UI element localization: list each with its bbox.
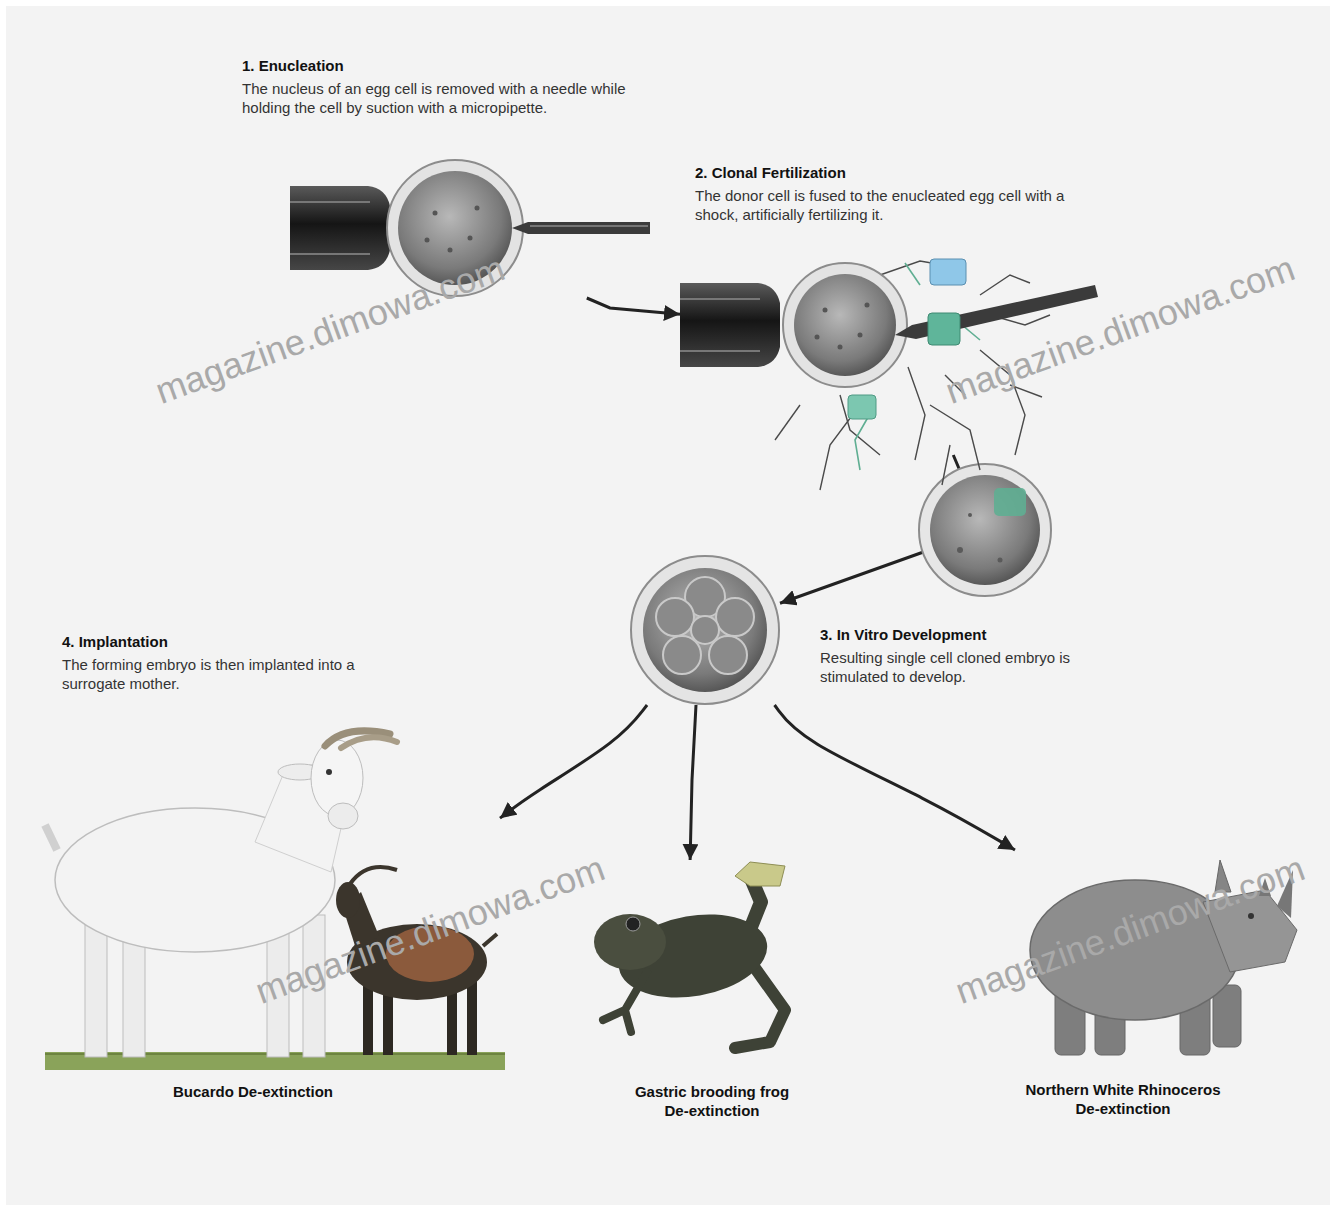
frog-hind-leg [735,968,785,1048]
donor-cell [928,313,960,345]
pipette-edge [290,202,370,254]
cell-fibre [908,367,925,460]
goat-muzzle [328,803,358,829]
embryo-circle-outline [630,555,780,705]
frog-figure: Gastric brooding frog De-extinction [585,860,800,1055]
cell-speckle [968,513,972,517]
donor-cell [848,395,876,419]
step-heading: 4. Implantation [62,632,392,651]
embryo-circle: 3. In Vitro DevelopmentResulting single … [630,555,780,705]
connector-arrow [690,705,696,860]
watermark: magazine.dimowa.com [150,248,510,412]
step-text: The forming embryo is then implanted int… [62,655,392,693]
cell-speckle [865,303,870,308]
bucardo-head [336,882,360,918]
cell-fibre [775,405,800,440]
bucardo-figure-outline [45,730,500,1075]
rhino-eye [1248,913,1254,919]
bucardo-leg [467,980,477,1055]
cell-speckle [468,236,473,241]
frog-foot [735,862,785,886]
embryo-zona [631,556,779,704]
connector-arrow [775,705,1015,850]
blastomere [716,598,754,636]
step-heading: 3. In Vitro Development [820,625,1120,644]
cell-speckle [425,238,430,243]
needle-highlight [530,225,648,227]
donor-nucleus [994,488,1026,516]
bucardo-horn [350,867,397,884]
step-text: The nucleus of an egg cell is removed wi… [242,79,627,117]
goat-horn [341,737,397,748]
cell-fibre [840,395,880,455]
cell-fibre [905,263,920,285]
goat-tail [45,825,57,850]
cell-speckle [823,308,828,313]
holding-pipette [680,283,780,367]
pipette-edge [680,299,760,351]
watermark: magazine.dimowa.com [940,248,1300,412]
egg-zona [783,263,907,387]
frog-figure-outline [585,860,800,1055]
cell-fibre [942,445,950,485]
step-text: Resulting single cell cloned embryo is s… [820,648,1120,686]
cell-speckle [475,206,480,211]
holding-pipette [290,186,390,270]
enucleation-needle [512,222,650,234]
frog-head [594,914,666,970]
connector-arrow [780,455,985,603]
blastomere [663,636,701,674]
species-caption: Bucardo De-extinction [103,1082,403,1101]
cell-speckle [815,335,820,340]
egg-cytoplasm [794,274,896,376]
fused-egg-zona [919,464,1051,596]
bucardo-leg [363,980,373,1055]
cell-speckle [448,248,453,253]
donor-cell [930,259,966,285]
connector-arrow [587,298,680,314]
species-caption: Northern White Rhinoceros De-extinction [1020,1080,1226,1118]
step-heading: 2. Clonal Fertilization [695,163,1105,182]
species-caption: Gastric brooding frog De-extinction [632,1082,792,1120]
blastomere [656,598,694,636]
blastomere [691,616,719,644]
frog-eye [626,917,640,931]
bucardo-tail [483,934,497,946]
fused-egg-cytoplasm [930,475,1040,585]
goat-leg [85,915,107,1057]
blastomere [709,636,747,674]
goat-eye [326,769,332,775]
cell-fibre [980,275,1030,295]
cell-fibre [930,405,980,470]
step-heading: 1. Enucleation [242,56,642,75]
cell-speckle [858,333,863,338]
cell-speckle [838,345,843,350]
frog-front-leg [603,972,647,1032]
cell-speckle [998,558,1003,563]
connector-arrow [500,705,647,818]
step-text: The donor cell is fused to the enucleate… [695,186,1105,224]
cell-speckle [433,211,438,216]
bucardo-figure: Bucardo De-extinction [45,730,500,1075]
background-panel [6,6,1330,1205]
embryo-body [643,568,767,692]
cell-speckle [957,547,963,553]
